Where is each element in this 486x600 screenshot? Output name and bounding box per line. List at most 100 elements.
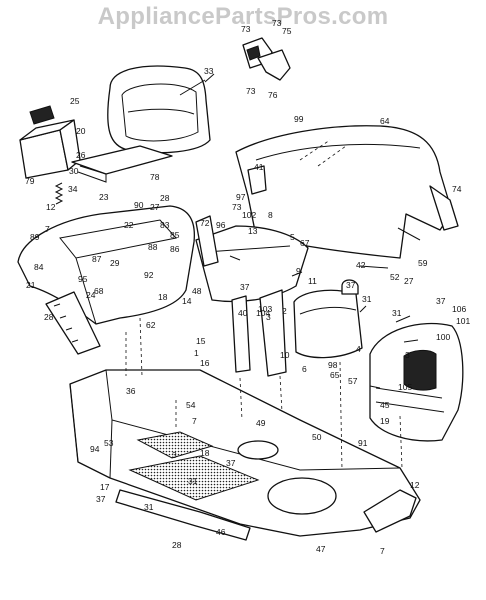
callout-number: 16 — [200, 358, 210, 368]
callout-number: 73 — [246, 86, 256, 96]
callout-number: 3 — [172, 450, 177, 460]
spring-part — [54, 182, 64, 205]
leader-lines — [125, 73, 421, 471]
callout-number: 91 — [358, 438, 368, 448]
callout-number: 106 — [452, 304, 466, 314]
callout-number: 72 — [200, 218, 210, 228]
callout-number: 37 — [436, 296, 446, 306]
callout-number: 95 — [78, 274, 88, 284]
callout-number: 23 — [99, 192, 109, 202]
callout-number: 30 — [69, 166, 79, 176]
callout-number: 87 — [92, 254, 102, 264]
callout-number: 42 — [356, 260, 366, 270]
battery-tray-part — [71, 145, 173, 183]
callout-number: 31 — [144, 502, 154, 512]
callout-number: 68 — [94, 286, 104, 296]
callout-number: 27 — [150, 202, 160, 212]
callout-number: 78 — [150, 172, 160, 182]
callout-number: 57 — [348, 376, 358, 386]
callout-number: 92 — [144, 270, 154, 280]
callout-number: 19 — [380, 416, 390, 426]
seat-bracket-part — [242, 37, 291, 81]
callout-number: 12 — [410, 480, 420, 490]
callout-number: 36 — [126, 386, 136, 396]
callout-number: 10 — [280, 350, 290, 360]
callout-number: 6 — [302, 364, 307, 374]
callout-number: 7 — [45, 224, 50, 234]
callout-number: 31 — [362, 294, 372, 304]
callout-number: 74 — [452, 184, 462, 194]
callout-number: 26 — [76, 150, 86, 160]
grille-part — [369, 322, 464, 442]
callout-number: 33 — [204, 66, 214, 76]
callout-number: 28 — [172, 540, 182, 550]
callout-number: 9 — [296, 266, 301, 276]
callout-number: 102 — [242, 210, 256, 220]
callout-number: 45 — [380, 400, 390, 410]
callout-number: 25 — [70, 96, 80, 106]
callout-number: 53 — [104, 438, 114, 448]
callout-number: 3 — [266, 312, 271, 322]
watermark: AppliancePartsPros.com — [97, 3, 389, 30]
callout-number: 48 — [192, 286, 202, 296]
callout-number: 73 — [232, 202, 242, 212]
callout-number: 67 — [300, 238, 310, 248]
callout-number: 14 — [182, 296, 192, 306]
callout-number: 99 — [294, 114, 304, 124]
callout-number: 29 — [110, 258, 120, 268]
callout-number: 28 — [44, 312, 54, 322]
callout-number: 37 — [96, 494, 106, 504]
callout-number: 18 — [158, 292, 168, 302]
callout-number: 76 — [268, 90, 278, 100]
callout-number: 86 — [170, 244, 180, 254]
callout-number: 24 — [86, 290, 96, 300]
callout-number: 90 — [134, 200, 144, 210]
frame-chassis-part — [69, 369, 421, 541]
callout-number: 28 — [160, 193, 170, 203]
callout-number: 79 — [25, 176, 35, 186]
seat-part — [107, 65, 211, 154]
callout-number: 75 — [282, 26, 292, 36]
battery-part — [19, 105, 81, 179]
callout-number: 62 — [146, 320, 156, 330]
callout-number: 8 — [268, 210, 273, 220]
callout-number: 20 — [76, 126, 86, 136]
callout-number: 47 — [316, 544, 326, 554]
callout-number: 31 — [392, 308, 402, 318]
callout-number: 3 — [405, 350, 410, 360]
callout-number: 46 — [216, 527, 226, 537]
callout-number: 84 — [34, 262, 44, 272]
callout-number: 5 — [290, 232, 295, 242]
steering-column-part — [231, 289, 287, 377]
callout-number: 21 — [26, 280, 36, 290]
callout-number: 101 — [456, 316, 470, 326]
callout-number: 1 — [194, 348, 199, 358]
callout-number: 89 — [30, 232, 40, 242]
callout-number: 12 — [46, 202, 56, 212]
callout-number: 13 — [248, 226, 258, 236]
callout-number: 64 — [380, 116, 390, 126]
callout-number: 2 — [282, 306, 287, 316]
callout-number: 50 — [312, 432, 322, 442]
callout-number: 98 — [328, 360, 338, 370]
callout-number: 105 — [398, 382, 412, 392]
callout-number: 59 — [418, 258, 428, 268]
fender-part — [17, 205, 196, 355]
callout-number: 7 — [380, 546, 385, 556]
callout-number: 40 — [238, 308, 248, 318]
callout-number: 52 — [390, 272, 400, 282]
callout-number: 37 — [240, 282, 250, 292]
dash-console-part — [195, 215, 309, 303]
callout-number: 65 — [330, 370, 340, 380]
callout-number: 37 — [346, 280, 356, 290]
callout-number: 41 — [254, 162, 264, 172]
callout-number: 94 — [90, 444, 100, 454]
callout-number: 104 — [256, 308, 270, 318]
callout-number: 11 — [308, 276, 317, 286]
callout-number: 4 — [356, 344, 361, 354]
callout-number: 22 — [124, 220, 134, 230]
callout-number: 18 — [200, 448, 210, 458]
callout-number: 54 — [186, 400, 196, 410]
callout-number: 85 — [170, 230, 180, 240]
callout-number: 73 — [272, 18, 282, 28]
